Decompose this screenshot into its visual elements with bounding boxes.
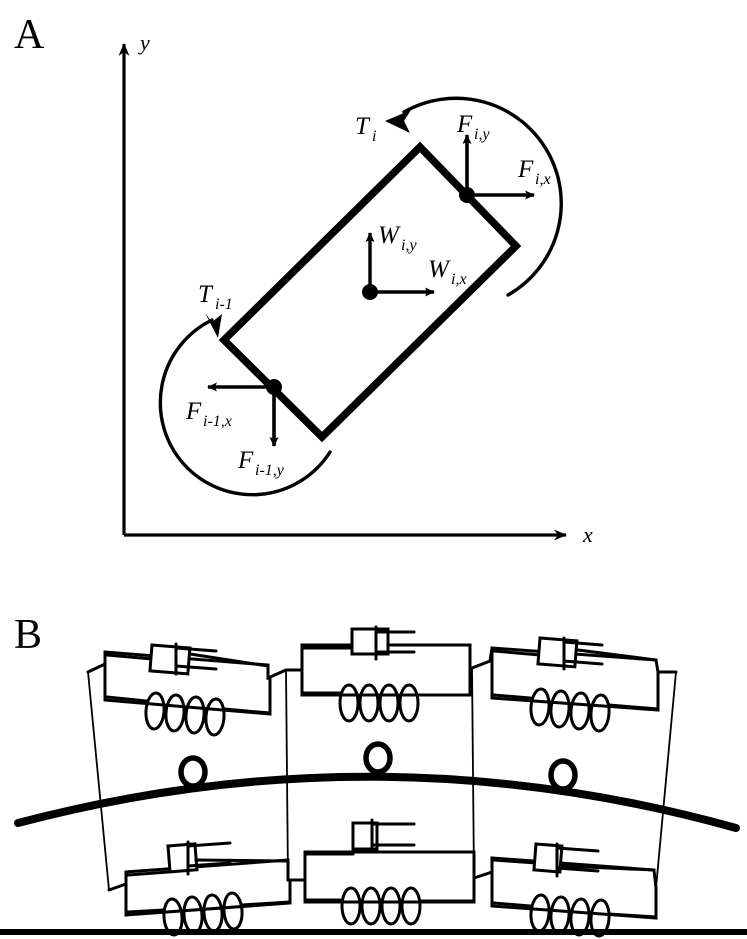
kv-tl-dashpot-lead-right — [188, 652, 270, 668]
kv-tr-spring-lead-left — [492, 693, 532, 700]
label-force-im1-x: F i-1,x — [185, 398, 232, 430]
label-force-im1-y-sub: i-1,y — [255, 462, 285, 479]
label-weight-i-x-sub: i,x — [451, 271, 467, 288]
connector-line-2 — [285, 669, 289, 881]
figure-bottom-rule — [0, 929, 747, 935]
backbone — [14, 741, 740, 832]
label-torque-i: T i — [355, 113, 376, 145]
kv-tm-dashpot-rod — [374, 630, 416, 654]
panel-a-letter: A — [14, 12, 45, 58]
kv-tr-dashpot-rod — [562, 640, 604, 666]
lower-joint-group — [207, 379, 282, 447]
kv-bl-dashpot-rod — [186, 841, 232, 868]
kv-br-dashpot-lead-left — [492, 858, 538, 865]
label-force-i-y-sub: i,y — [474, 126, 490, 143]
joint-2 — [363, 741, 393, 775]
torque-arc-im1-path — [158, 318, 332, 497]
kv-tr-spring — [529, 687, 611, 733]
label-torque-i-main: T — [355, 113, 371, 140]
x-axis-label: x — [582, 522, 593, 547]
label-torque-im1-main: T — [198, 281, 214, 308]
torque-arc-i — [385, 96, 563, 297]
lower-joint-node — [266, 379, 282, 395]
torque-arc-im1-arrowhead — [205, 313, 222, 338]
kelvin-voigt-element-top-left — [86, 642, 288, 737]
kv-bl-dashpot-cylinder — [166, 842, 199, 874]
kv-tm-outer-body — [300, 643, 472, 697]
kv-bl-spring-lead-left — [126, 908, 166, 914]
kv-br-dashpot-rod — [555, 846, 600, 873]
label-force-i-x: F i,x — [517, 156, 551, 188]
label-weight-i-x-main: W — [428, 256, 451, 283]
kv-tl-spring-lead-left — [105, 695, 148, 703]
kelvin-voigt-element-bottom-middle — [286, 818, 476, 926]
y-axis: y — [118, 30, 150, 535]
kv-br-dashpot-lead-right — [560, 864, 656, 872]
kv-tl-spring — [144, 691, 226, 737]
label-force-i-y: F i,y — [456, 111, 490, 143]
label-weight-i-y-main: W — [378, 222, 401, 249]
label-force-im1-x-sub: i-1,x — [203, 413, 232, 430]
kv-bm-spring — [340, 886, 422, 926]
kv-tr-spring-lead-right — [607, 703, 660, 711]
upper-joint-group — [459, 134, 535, 203]
center-of-mass-group — [362, 232, 435, 300]
label-force-im1-x-main: F — [185, 398, 202, 425]
label-force-i-y-main: F — [456, 111, 473, 138]
kelvin-voigt-element-bottom-right — [472, 842, 658, 938]
panel-b-letter: B — [14, 612, 42, 658]
kv-br-spring-lead-left — [492, 901, 532, 908]
label-weight-i-y: W i,y — [378, 222, 417, 254]
label-weight-i-x: W i,x — [428, 256, 467, 288]
kv-br-outer-body — [490, 856, 658, 920]
label-force-i-x-main: F — [517, 156, 534, 183]
kv-br-dashpot-cylinder — [532, 842, 564, 874]
kv-tl-spring-lead-right — [222, 707, 272, 715]
connector-lines — [87, 667, 677, 891]
label-torque-im1-sub: i-1 — [215, 296, 233, 313]
kv-tm-spring — [338, 683, 420, 723]
x-axis: x — [124, 522, 593, 547]
connector-line-1 — [87, 671, 110, 891]
kv-tr-dashpot-cylinder — [536, 636, 579, 669]
kv-bl-dashpot-lead-left — [126, 870, 170, 877]
label-torque-i-sub: i — [372, 128, 376, 145]
kv-bm-outer-body — [303, 850, 476, 904]
torque-arc-i-arrowhead — [385, 110, 411, 133]
connector-line-3 — [471, 667, 475, 879]
backbone-curve — [14, 772, 740, 832]
label-force-im1-y-main: F — [237, 447, 254, 474]
joint-3 — [548, 758, 578, 792]
kelvin-voigt-element-top-right — [470, 636, 678, 733]
kv-tl-dashpot-rod — [174, 646, 218, 671]
kv-tr-dashpot-lead-left — [492, 649, 542, 657]
label-weight-i-y-sub: i,y — [401, 237, 417, 254]
upper-joint-node — [459, 187, 475, 203]
torque-arc-i-path — [402, 96, 563, 297]
kelvin-voigt-element-top-middle — [284, 625, 474, 723]
label-torque-i-minus-1: T i-1 — [198, 281, 233, 313]
kv-bl-spring-lead-right — [240, 900, 292, 907]
panel-a: A y x — [14, 12, 593, 547]
label-force-im1-y: F i-1,y — [237, 447, 285, 479]
kv-tr-outer-body — [490, 646, 660, 712]
center-of-mass-node — [362, 284, 378, 300]
kv-bm-dashpot-rod — [370, 822, 416, 847]
kv-tr-dashpot-lead-right — [576, 648, 658, 662]
kv-tl-dashpot-lead-left — [105, 653, 154, 661]
torque-arc-i-minus-1 — [158, 313, 332, 497]
label-force-i-x-sub: i,x — [535, 171, 551, 188]
y-axis-label: y — [138, 30, 150, 55]
kv-bl-dashpot-lead-right — [194, 858, 290, 863]
connector-line-4 — [655, 671, 677, 889]
kv-br-spring-lead-right — [607, 912, 658, 919]
joint-1 — [178, 755, 208, 789]
